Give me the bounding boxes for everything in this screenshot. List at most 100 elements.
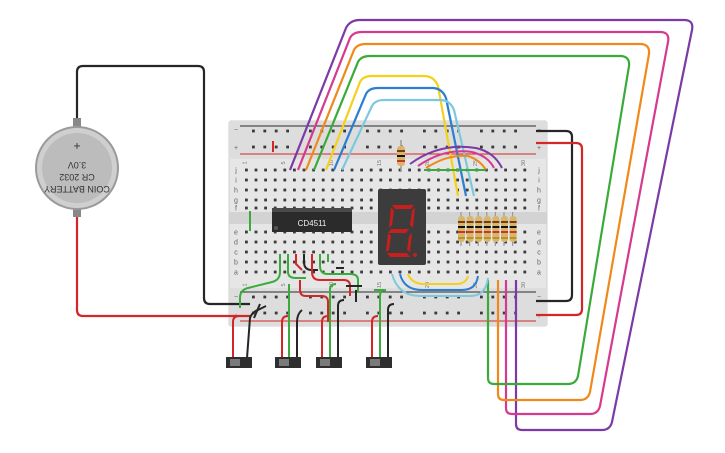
rail-hole xyxy=(263,311,267,315)
resistor[interactable] xyxy=(509,212,517,246)
strip-hole xyxy=(273,250,277,254)
strip-hole xyxy=(437,188,440,192)
wire-loop-orange[interactable] xyxy=(304,42,651,402)
switch-knob[interactable] xyxy=(370,359,380,366)
resistor[interactable] xyxy=(501,212,508,246)
row-letter: f xyxy=(538,206,540,213)
column-number: 25 xyxy=(473,282,479,288)
wire-ic-green-2[interactable] xyxy=(287,254,306,279)
strip-hole xyxy=(494,250,498,254)
slide-switch[interactable] xyxy=(366,357,392,368)
strip-hole xyxy=(369,168,373,172)
wire-arc-small-orange[interactable] xyxy=(425,154,487,171)
rail-hole xyxy=(434,311,438,315)
wire-battery-positive[interactable] xyxy=(75,217,250,318)
wire-switch2-black[interactable] xyxy=(296,309,303,358)
wire-arc-blue[interactable] xyxy=(332,86,468,197)
coin-battery[interactable]: COIN BATTERY CR 2032 3.0V + xyxy=(35,118,119,217)
strip-hole xyxy=(302,270,306,274)
wire-ic-red-2[interactable] xyxy=(311,254,351,296)
wire-arc-lightblue[interactable] xyxy=(341,98,476,197)
slide-switch[interactable] xyxy=(316,357,342,368)
wire-arc-bottom-yellow[interactable] xyxy=(407,273,469,285)
strip-hole xyxy=(494,188,498,192)
wire-switch4-red[interactable] xyxy=(371,315,379,358)
strip-hole xyxy=(475,270,479,274)
wire-loop-purple[interactable] xyxy=(288,18,694,432)
wire-switch2-red[interactable] xyxy=(281,315,289,358)
seven-segment-display[interactable] xyxy=(378,189,426,265)
switch-knob[interactable] xyxy=(230,359,240,366)
switch-knob[interactable] xyxy=(320,359,330,366)
rail-hole xyxy=(343,311,346,315)
strip-hole xyxy=(293,250,296,254)
strip-hole xyxy=(485,188,488,192)
switch-knob[interactable] xyxy=(279,359,289,366)
resistor[interactable] xyxy=(483,212,491,246)
strip-hole xyxy=(369,188,373,192)
wire-switch1-red[interactable] xyxy=(232,315,246,358)
rail-minus-label-bottom: − xyxy=(234,294,238,301)
slide-switch[interactable] xyxy=(275,357,301,368)
slide-switch[interactable] xyxy=(226,357,252,368)
ic-cd4511[interactable]: CD4511 xyxy=(272,208,352,232)
rail-hole xyxy=(331,295,335,299)
wire-loop-green[interactable] xyxy=(312,54,631,386)
wire-arc-bottom-blue[interactable] xyxy=(399,273,479,291)
rail-hole xyxy=(400,295,403,299)
strip-hole xyxy=(312,250,315,254)
wire-switch4-black[interactable] xyxy=(387,303,395,358)
breadboard-holes xyxy=(245,129,527,315)
strip-hole xyxy=(446,250,450,254)
wire-rail-ground-right[interactable] xyxy=(536,129,574,303)
wire-arc-yellow[interactable] xyxy=(324,74,460,197)
wire-rail-power-right[interactable] xyxy=(536,141,584,317)
row-letter: h xyxy=(537,188,541,195)
wire-ic-green-1[interactable] xyxy=(239,254,281,308)
resistor[interactable] xyxy=(458,212,465,246)
wire-ic-green-3[interactable] xyxy=(319,254,359,292)
wire-switch4-green[interactable] xyxy=(379,289,387,358)
strip-hole xyxy=(312,178,315,182)
wire-battery-negative[interactable] xyxy=(75,64,250,306)
strip-hole xyxy=(417,270,421,274)
strip-hole xyxy=(245,250,248,254)
rail-hole xyxy=(320,145,324,149)
resistor[interactable] xyxy=(466,212,474,246)
battery-plus-sign: + xyxy=(73,139,80,153)
wire-arc-bottom-lightblue[interactable] xyxy=(391,273,489,297)
strip-hole xyxy=(321,260,325,264)
strip-hole xyxy=(513,260,517,264)
strip-hole xyxy=(427,188,431,192)
row-letter: e xyxy=(234,230,238,237)
rail-hole xyxy=(423,129,426,133)
wire-switch3-red[interactable] xyxy=(321,315,329,358)
strip-hole xyxy=(513,206,517,210)
strip-hole xyxy=(379,168,383,172)
strip-hole xyxy=(302,178,306,182)
wire-arc-small-purple[interactable] xyxy=(409,145,503,169)
strip-hole xyxy=(350,250,354,254)
strip-hole xyxy=(293,260,296,264)
rail-hole xyxy=(514,145,517,149)
resistor[interactable] xyxy=(492,212,500,246)
row-letter: f xyxy=(235,206,237,213)
wire-switch3-green[interactable] xyxy=(329,283,337,358)
strip-hole xyxy=(446,270,450,274)
resistor-top[interactable] xyxy=(397,140,405,172)
row-letter: i xyxy=(538,178,540,185)
resistor[interactable] xyxy=(475,212,483,246)
wire-switch3-black[interactable] xyxy=(337,299,345,358)
rail-hole xyxy=(445,311,449,315)
row-letter: g xyxy=(234,198,238,205)
strip-hole xyxy=(504,198,507,202)
strip-hole xyxy=(341,250,344,254)
wire-arc-small-magenta[interactable] xyxy=(417,150,495,169)
strip-hole xyxy=(369,178,373,182)
wire-loop-magenta[interactable] xyxy=(296,30,670,416)
wire-ic-red-3[interactable] xyxy=(299,280,329,322)
wire-ic-red-1[interactable] xyxy=(295,254,303,271)
rail-hole xyxy=(377,129,381,133)
wire-switch1-black[interactable] xyxy=(246,305,267,359)
strip-hole xyxy=(331,198,335,202)
